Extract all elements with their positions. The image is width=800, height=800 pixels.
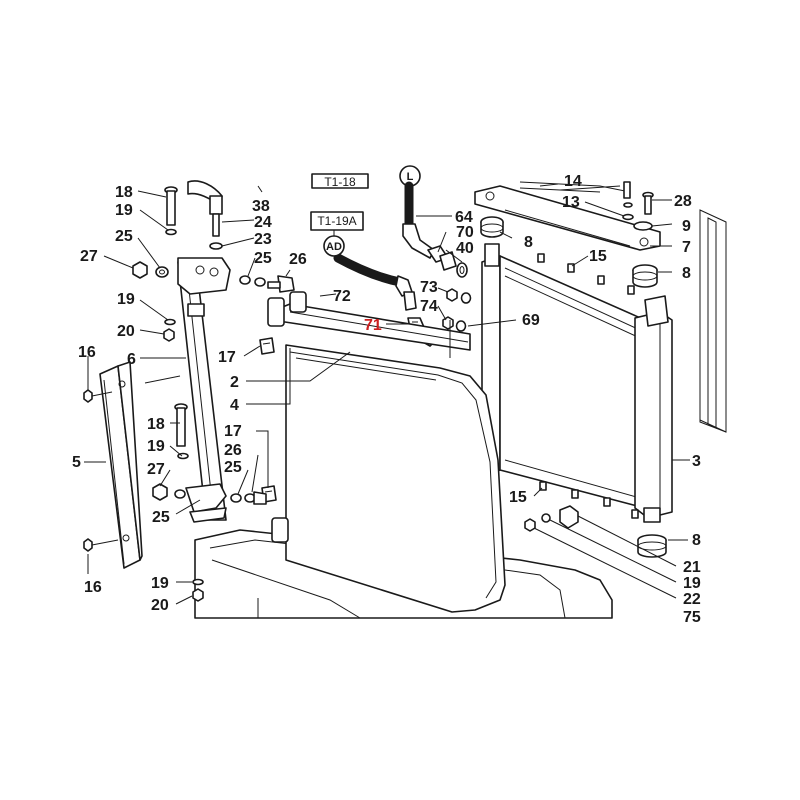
radiator-core bbox=[481, 243, 673, 523]
callout-3: 3 bbox=[692, 453, 701, 470]
ad-connection-bubble: AD bbox=[323, 235, 345, 257]
rubber-mount-bottom bbox=[637, 534, 667, 558]
callout-23: 23 bbox=[254, 231, 272, 248]
callout-27: 27 bbox=[147, 461, 165, 478]
fitting-70-40 bbox=[439, 251, 468, 278]
callout-25: 25 bbox=[254, 250, 272, 267]
callout-2: 2 bbox=[230, 374, 239, 391]
callout-64: 64 bbox=[455, 209, 473, 226]
rubber-mount-top-left bbox=[480, 216, 504, 238]
callout-13: 13 bbox=[562, 194, 580, 211]
lower-hose bbox=[333, 253, 417, 311]
callout-19: 19 bbox=[115, 202, 133, 219]
callout-15: 15 bbox=[589, 248, 607, 265]
upper-left-hardware bbox=[132, 180, 295, 342]
fitting-nuts bbox=[442, 288, 472, 332]
callout-6: 6 bbox=[127, 351, 136, 368]
callout-22: 22 bbox=[683, 591, 701, 608]
callout-26: 26 bbox=[224, 442, 242, 459]
callout-20: 20 bbox=[117, 323, 135, 340]
callout-74: 74 bbox=[420, 298, 438, 315]
callout-8: 8 bbox=[692, 532, 701, 549]
radiator-top-screws bbox=[537, 253, 635, 295]
upper-hose bbox=[402, 181, 449, 263]
callout-75: 75 bbox=[683, 609, 701, 626]
callout-15: 15 bbox=[509, 489, 527, 506]
callout-26: 26 bbox=[289, 251, 307, 268]
reference-box-t1-18: T1-18 bbox=[311, 173, 369, 189]
callout-69: 69 bbox=[522, 312, 540, 329]
reference-t1-19a-label: T1-19A bbox=[317, 214, 356, 228]
callout-25: 25 bbox=[115, 228, 133, 245]
lower-right-hardware bbox=[524, 505, 579, 532]
top-connection-label: L bbox=[407, 171, 414, 183]
callout-5: 5 bbox=[72, 454, 81, 471]
reference-t1-18-label: T1-18 bbox=[324, 175, 356, 189]
callout-4: 4 bbox=[230, 397, 239, 414]
callout-18: 18 bbox=[115, 184, 133, 201]
callout-19: 19 bbox=[151, 575, 169, 592]
callout-8: 8 bbox=[524, 234, 533, 251]
leader-lines bbox=[84, 183, 690, 605]
lower-left-hardware bbox=[152, 403, 267, 602]
top-right-hardware bbox=[622, 181, 654, 231]
upper-frame-tube bbox=[267, 291, 471, 543]
callout-17: 17 bbox=[224, 423, 242, 440]
callout-24: 24 bbox=[254, 214, 272, 231]
callout-40: 40 bbox=[456, 240, 474, 257]
callout-labels: 18 19 25 27 38 24 23 25 26 19 20 16 6 5 … bbox=[72, 173, 701, 626]
callout-28: 28 bbox=[674, 193, 692, 210]
callout-70: 70 bbox=[456, 224, 474, 241]
clip-17-upper bbox=[259, 337, 275, 355]
callout-16: 16 bbox=[84, 579, 102, 596]
callout-18: 18 bbox=[147, 416, 165, 433]
callout-38: 38 bbox=[252, 198, 270, 215]
callout-8: 8 bbox=[682, 265, 691, 282]
callout-20: 20 bbox=[151, 597, 169, 614]
callout-19: 19 bbox=[117, 291, 135, 308]
callout-27: 27 bbox=[80, 248, 98, 265]
callout-14: 14 bbox=[564, 173, 582, 190]
rear-guard-frame bbox=[699, 209, 727, 433]
callout-72: 72 bbox=[333, 288, 351, 305]
ad-connection-label: AD bbox=[326, 241, 342, 253]
bolt-16-lower bbox=[83, 538, 119, 552]
side-shield bbox=[99, 361, 143, 569]
rubber-mount-top-right bbox=[632, 264, 658, 288]
callout-19: 19 bbox=[147, 438, 165, 455]
callout-73: 73 bbox=[420, 279, 438, 296]
callout-25: 25 bbox=[152, 509, 170, 526]
callout-19: 19 bbox=[683, 575, 701, 592]
callout-71-highlighted: 71 bbox=[364, 317, 382, 334]
callout-21: 21 bbox=[683, 559, 701, 576]
left-support-post bbox=[177, 257, 231, 523]
reference-box-t1-19a: T1-19A bbox=[310, 211, 364, 236]
radiator-bottom-screws bbox=[539, 481, 639, 519]
side-panel bbox=[285, 344, 506, 613]
callout-9: 9 bbox=[682, 218, 691, 235]
callout-16: 16 bbox=[78, 344, 96, 361]
callout-25: 25 bbox=[224, 459, 242, 476]
callout-7: 7 bbox=[682, 239, 691, 256]
callout-17: 17 bbox=[218, 349, 236, 366]
